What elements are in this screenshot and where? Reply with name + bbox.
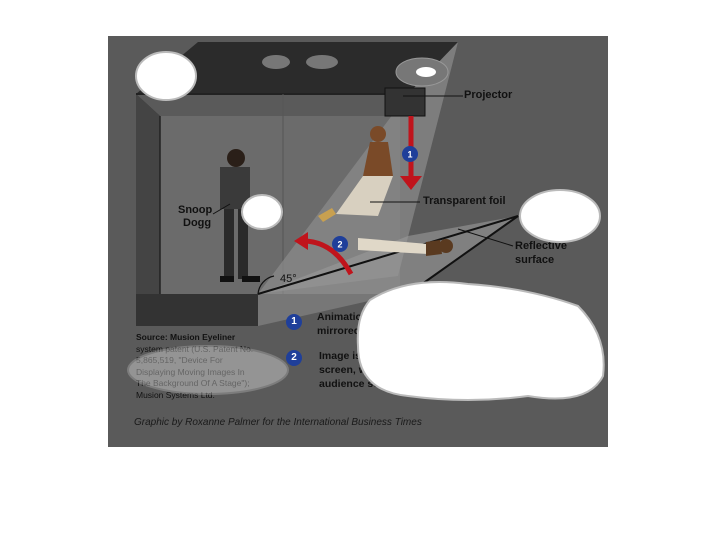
tupac-reflection-figure [358,238,453,256]
transparent-foil-label: Transparent foil [423,195,506,207]
reflective-edge [407,215,519,295]
step-2-badge-diagram [332,236,348,252]
redaction-blob [416,67,436,77]
source-line: Musion Systems Ltd. [136,389,215,400]
projection-arrow-head [400,176,422,190]
projector-label: Projector [464,89,513,101]
box-inner-left [136,94,160,326]
snoop-leader [212,203,231,215]
reflection-arrow-head [294,232,308,250]
reflective-leader [457,228,514,247]
snoop-label-line1: Snoop [178,204,213,216]
step-1-badge-diagram-label: 1 [407,150,412,160]
step-1-badge: 1 [286,314,302,330]
redaction-blob [262,55,290,69]
source-line: The Background Of A Stage"); [136,378,250,388]
redaction-blob [241,194,283,230]
source-line: system patent (U.S. Patent No. [136,343,254,354]
angle-label: 45° [280,273,297,285]
box-top [136,42,458,94]
redaction-blob [306,55,338,69]
redaction-blob [519,189,601,243]
reflective-surface-label-line2: surface [515,254,555,266]
redaction-blob [127,345,289,395]
snoop-label-line2: Dogg [183,217,212,229]
tupac-foil-figure [318,126,393,222]
source-line: 5,865,519, "Device For [136,355,223,365]
step-1-badge-diagram [402,146,418,162]
source-line: Displaying Moving Images In [136,366,245,377]
redaction-blob [135,51,197,101]
source-note: Source: Musion Eyeliner system patent (U… [136,332,276,401]
reflection-arrow [302,238,354,276]
box-front-bottom [136,294,258,326]
reflective-edge [257,215,519,295]
redaction-overlay [127,51,605,401]
hologram-diagram: 1 2 Projector Transparent foil Reflectiv… [108,36,608,447]
angle-arc [257,275,275,295]
graphic-credit: Graphic by Roxanne Palmer for the Intern… [134,417,422,428]
step-2-badge-diagram-label: 2 [337,240,342,250]
reflective-surface-label-line1: Reflective [515,240,567,252]
source-heading: Source: Musion Eyeliner [136,332,236,342]
redaction-blob [356,281,605,401]
step-2-badge: 2 [286,350,302,366]
projector-body [384,87,426,117]
